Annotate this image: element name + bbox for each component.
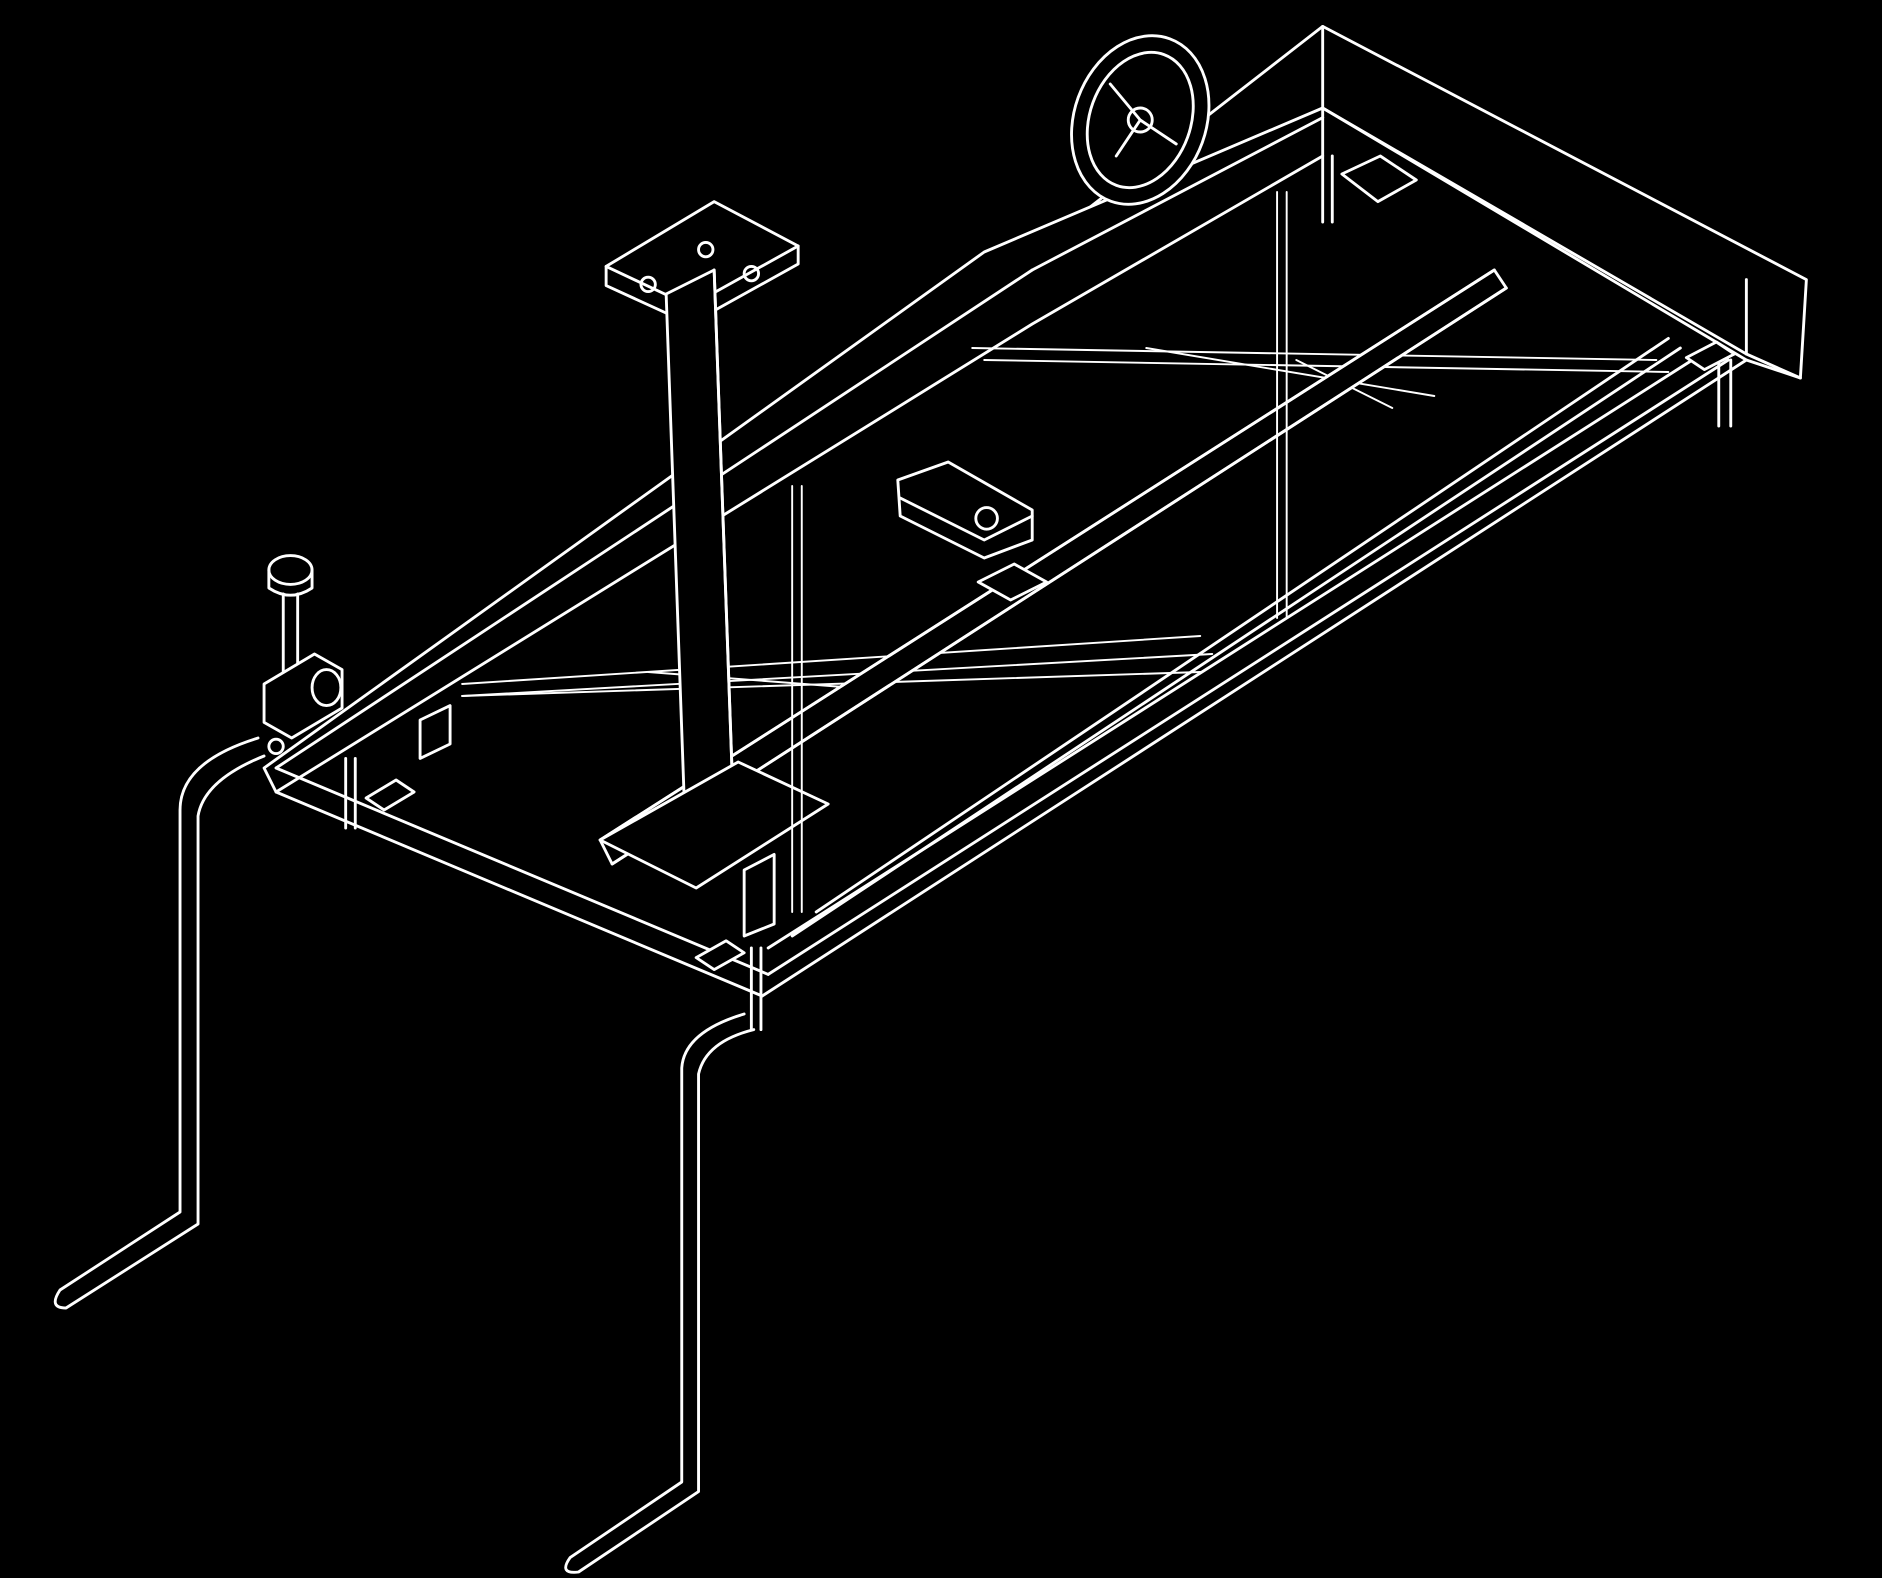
cross-bracing [461,347,1670,697]
handwheel-icon [1070,34,1211,206]
pipe-clamp-icon [262,652,344,756]
right-crank-handle [564,1012,756,1574]
center-plate [976,562,1049,602]
brackets [364,154,1736,972]
motor-box [896,460,1034,560]
post-base-plate [598,760,830,890]
lower-frame [274,336,1748,998]
center-beam [598,268,1508,866]
left-crank-handle [53,736,266,1310]
left-posts [344,154,1733,1032]
vertical-post [604,200,800,800]
